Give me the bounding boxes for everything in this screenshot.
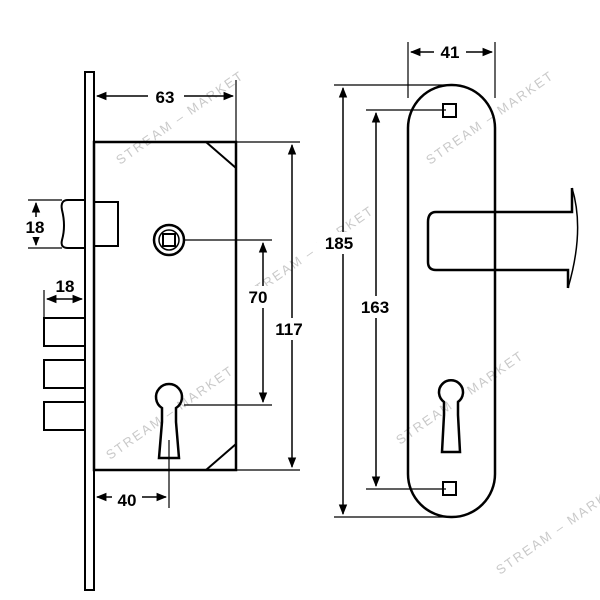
watermark-text: STREAM – MARKET	[103, 363, 237, 463]
dim-screw-spacing: 163	[361, 298, 389, 317]
dim-label-bg	[22, 217, 50, 237]
spindle-hub-inner	[158, 229, 180, 251]
dim-label-bg	[352, 296, 398, 318]
dim-label-bg	[434, 42, 466, 62]
dead-bolt	[43, 317, 86, 347]
lock-case	[92, 140, 238, 472]
dim-backset-width: 63	[156, 88, 175, 107]
dim-label-bg	[317, 232, 363, 254]
dim-label-bg	[268, 318, 310, 340]
dim-plate-height: 185	[325, 234, 353, 253]
faceplate	[84, 71, 95, 591]
dim-label-bg	[242, 286, 276, 308]
dim-latch-height: 18	[26, 218, 45, 237]
escutcheon-plate	[406, 83, 497, 519]
cylinder-cutout	[154, 382, 184, 460]
latch-housing	[93, 201, 119, 247]
watermarks: STREAM – MARKET STREAM – MARKET STREAM –…	[103, 68, 600, 578]
watermark-text: STREAM – MARKET	[113, 68, 247, 168]
latch-bolt	[60, 199, 85, 249]
dim-spindle-to-cylinder: 70	[249, 288, 268, 307]
spindle-square	[162, 233, 176, 247]
handle-plate: 41 185 163	[317, 42, 579, 519]
dead-bolt	[43, 401, 86, 431]
lock-body: 63 18 18 70 117 40	[22, 71, 310, 591]
dim-cylinder-backset: 40	[118, 491, 137, 510]
case-chamfer-top	[205, 141, 237, 169]
handle-lever-break	[567, 187, 579, 289]
watermark-text: STREAM – MARKET	[493, 478, 600, 578]
dim-label-bg	[112, 490, 142, 510]
dim-body-height: 117	[275, 320, 302, 339]
dead-bolt	[43, 359, 86, 389]
dim-plate-width: 41	[441, 43, 460, 62]
case-chamfer-bottom	[205, 443, 237, 471]
handle-lever	[426, 188, 574, 288]
key-cylinder-hole	[437, 379, 465, 454]
dim-label-bg	[148, 86, 184, 106]
dim-bolt-height: 18	[56, 277, 75, 296]
